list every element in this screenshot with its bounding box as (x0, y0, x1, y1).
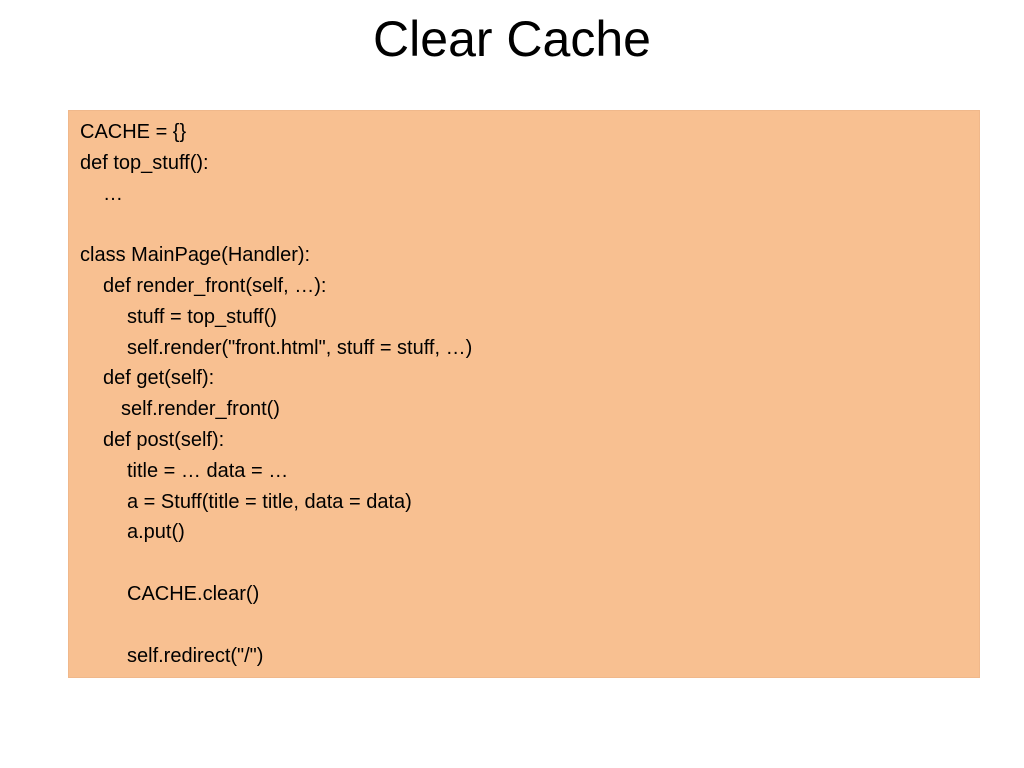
code-line: stuff = top_stuff() (127, 305, 277, 328)
code-line: CACHE = {} (80, 121, 187, 143)
code-line: a = Stuff(title = title, data = data) (127, 490, 412, 513)
code-line: def post(self): (103, 428, 225, 451)
code-line: def get(self): (103, 367, 215, 390)
code-line: self.render("front.html", stuff = stuff,… (127, 336, 473, 359)
code-line: a.put() (127, 521, 185, 544)
code-line: title = … data = … (127, 459, 289, 482)
code-line (80, 548, 968, 579)
code-line: def top_stuff(): (80, 151, 209, 174)
code-line: self.render_front() (121, 398, 280, 421)
code-line: self.redirect("/") (127, 644, 264, 667)
code-line: class MainPage(Handler): (80, 244, 311, 267)
code-line: … (103, 182, 123, 205)
code-line (80, 209, 968, 240)
code-line (80, 610, 968, 641)
code-block: CACHE = {} def top_stuff(): … class MainPag… (68, 110, 980, 678)
code-line: CACHE.clear() (127, 582, 260, 605)
code-line: def render_front(self, …): (103, 274, 327, 297)
slide-title: Clear Cache (373, 11, 651, 67)
